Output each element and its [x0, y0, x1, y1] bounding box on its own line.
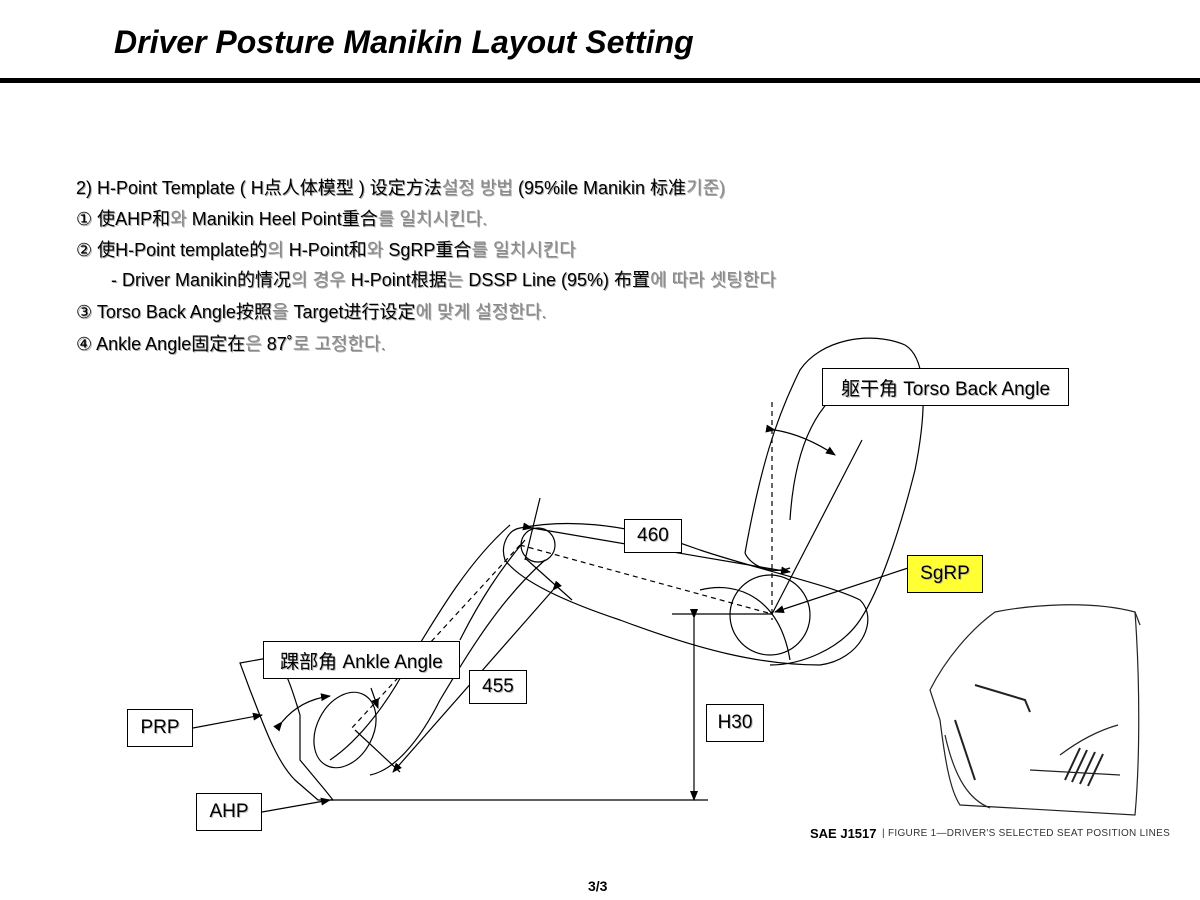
sae-caption-figure: | FIGURE 1—DRIVER'S SELECTED SEAT POSITI… [882, 828, 1171, 839]
instruction-korean-text: 의 [267, 240, 284, 260]
instruction-text: ④ Ankle Angle固定在 [76, 334, 246, 354]
instruction-text: DSSP Line (95%) 布置 [463, 270, 651, 290]
ahp-leader [261, 797, 331, 813]
instruction-line-4: - Driver Manikin的情况의 경우 H-Point根据는 DSSP … [76, 266, 776, 292]
instruction-korean-text: 를 일치시킨다. [377, 209, 488, 229]
instruction-korean-text: 은 [245, 334, 262, 354]
h30-label: H30 [706, 704, 764, 742]
instruction-line-5: ③ Torso Back Angle按照을 Target进行设定에 맞게 설정한… [76, 298, 546, 324]
title-rule [0, 78, 1200, 83]
sae-figure [929, 604, 1141, 816]
instruction-text: Manikin Heel Point重合 [186, 209, 378, 229]
ahp-label: AHP [196, 793, 262, 831]
sgrp-leader [774, 567, 909, 613]
instruction-korean-text: 의 경우 [291, 270, 346, 290]
instruction-text: 2) H-Point Template ( H点人体模型 ) 设定方法 [76, 178, 442, 198]
manikin-outline [239, 337, 924, 801]
instruction-line-6: ④ Ankle Angle固定在은 87˚로 고정한다. [76, 330, 386, 356]
instruction-text: Target进行设定 [288, 302, 416, 322]
instruction-korean-text: 을 [271, 302, 289, 322]
sae-seat-base [1029, 769, 1121, 776]
instruction-text: SgRP重合 [383, 240, 472, 260]
sae-steering-wheel [974, 684, 1031, 713]
instruction-korean-text: 에 맞게 설정한다. [415, 302, 547, 322]
knee-perp-line [524, 557, 573, 601]
instruction-text: ① 使AHP和 [76, 209, 171, 229]
h-point-circle [729, 574, 811, 656]
dimension-460-label: 460 [624, 519, 682, 553]
ankle-ellipse [313, 691, 377, 769]
shoe-outline [239, 657, 335, 801]
instruction-text: H-Point根据 [345, 270, 447, 290]
instruction-text: H-Point和 [283, 240, 367, 260]
prp-label: PRP [127, 709, 193, 747]
instruction-korean-text: 를 일치시킨다 [471, 240, 576, 260]
sae-floor [944, 734, 991, 809]
instruction-text: (95%ile Manikin 标准 [512, 178, 687, 198]
torso-back-angle-label: 躯干角 Torso Back Angle [822, 368, 1069, 406]
thigh-outline [502, 522, 869, 666]
instruction-line-1: 2) H-Point Template ( H点人体模型 ) 设定方法설정 방법… [76, 174, 725, 200]
sae-position-lines [1064, 747, 1104, 787]
sae-pedal [954, 719, 976, 781]
dimension-lines [192, 402, 909, 813]
torso-angle-arc [765, 424, 836, 456]
dimension-455-label: 455 [469, 670, 527, 704]
ankle-angle-label: 踝部角 Ankle Angle [263, 641, 460, 679]
thigh-centerline [519, 544, 773, 615]
page-number: 3/3 [588, 878, 608, 894]
ankle-arrow-small [370, 687, 379, 709]
instruction-text: ② 使H-Point template的 [76, 240, 268, 260]
instruction-korean-text: 로 고정한다. [292, 334, 386, 354]
hip-curve [699, 586, 791, 661]
sae-car-outline [929, 604, 1140, 816]
instruction-korean-text: 에 따라 셋팅한다 [650, 270, 776, 290]
prp-leader [192, 712, 263, 729]
instruction-line-3: ② 使H-Point template的의 H-Point和와 SgRP重合를 … [76, 236, 576, 262]
instruction-korean-text: 와 [366, 240, 384, 260]
instruction-korean-text: 기준) [686, 178, 726, 198]
instruction-text: 87˚ [261, 334, 293, 354]
instruction-korean-text: 설정 방법 [441, 178, 513, 198]
page-title: Driver Posture Manikin Layout Setting [114, 24, 694, 60]
ankle-perp-line [354, 729, 401, 773]
sae-caption-title: SAE J1517 [810, 826, 877, 841]
instruction-text: ③ Torso Back Angle按照 [76, 302, 272, 322]
instruction-line-2: ① 使AHP和와 Manikin Heel Point重合를 일치시킨다. [76, 205, 487, 231]
torso-line [771, 439, 863, 615]
ankle-angle-arc [273, 693, 331, 732]
instruction-korean-text: 는 [446, 270, 464, 290]
instruction-korean-text: 와 [170, 209, 187, 229]
instruction-text: - Driver Manikin的情况 [76, 270, 292, 290]
sgrp-label: SgRP [907, 555, 983, 593]
sae-seat-back [1059, 724, 1119, 756]
sae-corner [1134, 611, 1141, 626]
